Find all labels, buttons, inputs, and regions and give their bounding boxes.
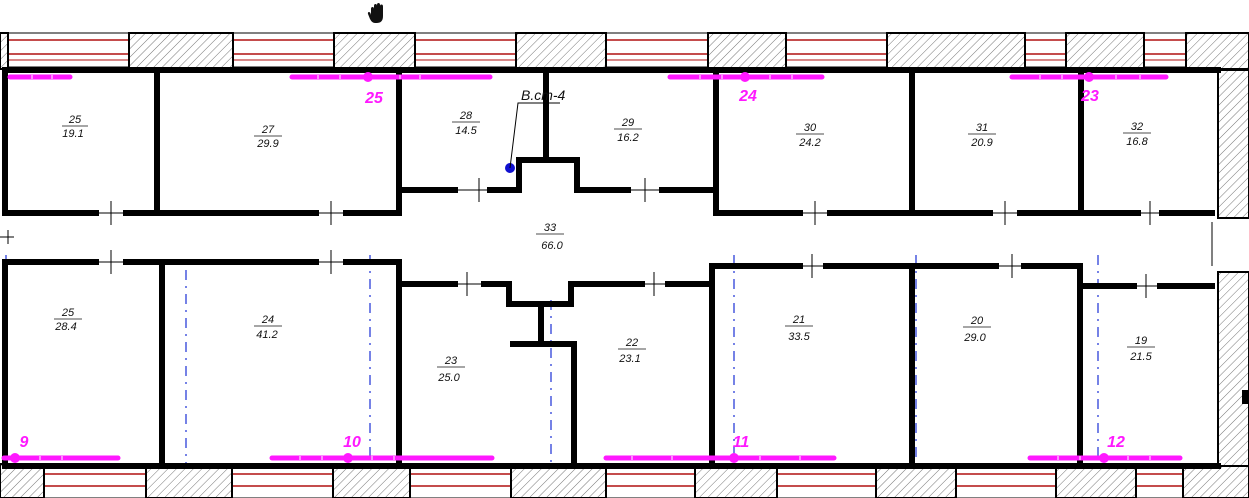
room-number: 22 (625, 337, 638, 349)
axis-marker-labels: 25 24 23 9 10 11 12 (20, 88, 1125, 451)
wall-pier (333, 32, 416, 70)
room-area: 23.1 (618, 353, 640, 365)
wall-pier (1065, 32, 1145, 70)
room-number: 23 (444, 355, 458, 367)
room-number: 29 (621, 117, 634, 129)
wall-pier (0, 32, 9, 70)
wall-pier (332, 463, 411, 498)
door-openings (0, 178, 1213, 298)
wall-pier (145, 463, 233, 498)
room-label[interactable]: 20 29.0 (963, 315, 991, 344)
wall-pier (707, 32, 787, 70)
vent-tag-label: В.ст-4 (521, 87, 566, 103)
room-label[interactable]: 25 28.4 (54, 307, 82, 333)
axis-marker-ticks (31, 75, 1151, 460)
room-area: 20.9 (970, 137, 992, 149)
room-area: 33.5 (788, 331, 810, 343)
room-area: 29.0 (963, 332, 986, 344)
room-area: 19.1 (62, 128, 83, 140)
room-area: 16.8 (1126, 136, 1148, 148)
interior-walls (2, 67, 1221, 469)
room-number: 30 (804, 122, 817, 134)
room-label[interactable]: 23 25.0 (437, 355, 465, 384)
room-label[interactable]: 30 24.2 (796, 122, 824, 149)
room-area: 66.0 (541, 240, 563, 252)
axis-label: 25 (364, 90, 384, 107)
room-label[interactable]: 25 19.1 (62, 114, 88, 140)
room-number: 27 (261, 124, 275, 136)
wall-pier (875, 463, 957, 498)
axis-label: 10 (343, 434, 361, 451)
room-area: 41.2 (256, 329, 277, 341)
room-area: 24.2 (798, 137, 820, 149)
wall-pier (1185, 32, 1249, 70)
wall-pier (1182, 463, 1249, 498)
axis-label: 11 (733, 434, 750, 451)
wall-pier (515, 32, 607, 70)
room-label[interactable]: 32 16.8 (1123, 121, 1151, 148)
wall-pier (0, 463, 45, 498)
room-number: 19 (1135, 335, 1147, 347)
axis-marker-bars (1, 74, 1183, 461)
right-outer-wall (1217, 69, 1249, 467)
room-labels: 25 19.1 27 29.9 28 14.5 29 16.2 30 24.2 … (54, 110, 1155, 384)
axis-marker-dots (10, 72, 1109, 463)
room-number: 24 (261, 314, 274, 326)
axis-label: 23 (1080, 88, 1099, 105)
room-label[interactable]: 29 16.2 (614, 117, 642, 144)
axis-label: 12 (1107, 434, 1125, 451)
hand-pan-icon (367, 3, 383, 23)
room-number: 25 (68, 114, 82, 126)
wall-pier (510, 463, 607, 498)
room-area: 25.0 (437, 372, 460, 384)
room-area: 21.5 (1129, 351, 1152, 363)
room-label[interactable]: 24 41.2 (254, 314, 282, 341)
room-number: 28 (459, 110, 473, 122)
room-label[interactable]: 19 21.5 (1127, 335, 1155, 363)
room-label[interactable]: 31 20.9 (968, 122, 996, 149)
room-label[interactable]: 27 29.9 (254, 124, 282, 150)
room-number: 32 (1131, 121, 1143, 133)
wall-pier (128, 32, 234, 70)
room-label[interactable]: 28 14.5 (452, 110, 480, 137)
room-area: 29.9 (256, 138, 278, 150)
room-number: 31 (976, 122, 988, 134)
room-number: 20 (970, 315, 984, 327)
top-window-piers (0, 32, 1249, 70)
room-number: 33 (544, 222, 557, 234)
room-label[interactable]: 22 23.1 (618, 337, 646, 365)
axis-lines (5, 255, 1099, 466)
room-area: 14.5 (455, 125, 477, 137)
wall-pier (886, 32, 1026, 70)
wall-pier (1055, 463, 1137, 498)
vent-tag[interactable]: В.ст-4 (505, 87, 566, 173)
axis-label: 24 (738, 88, 757, 105)
axis-label: 9 (20, 434, 29, 451)
wall-pier (694, 463, 778, 498)
room-label[interactable]: 21 33.5 (785, 314, 813, 343)
room-label[interactable]: 33 66.0 (536, 222, 564, 252)
room-number: 25 (61, 307, 75, 319)
room-area: 16.2 (617, 132, 638, 144)
room-number: 21 (792, 314, 805, 326)
room-area: 28.4 (54, 321, 76, 333)
